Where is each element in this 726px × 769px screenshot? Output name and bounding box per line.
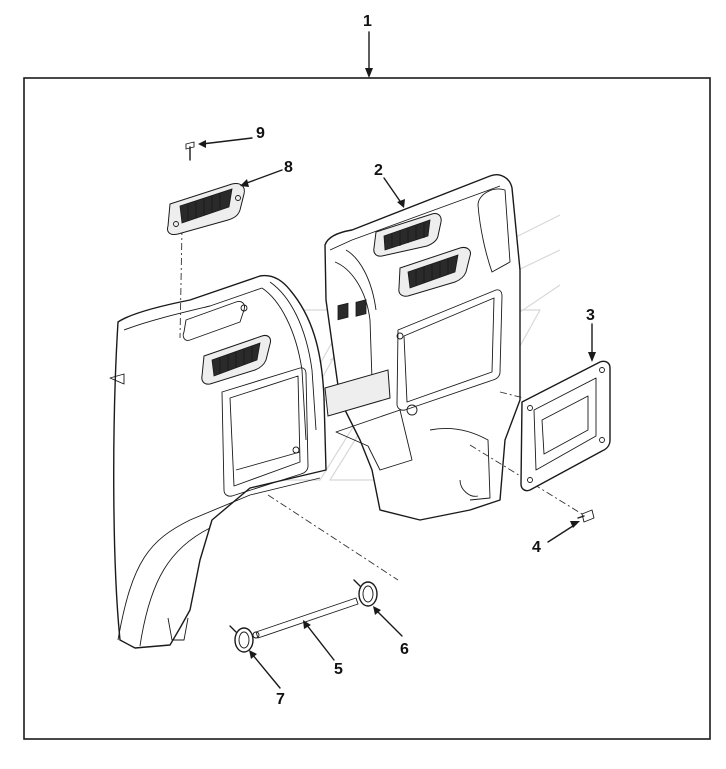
assembly-frame bbox=[23, 77, 711, 740]
center-upper-vent bbox=[373, 213, 442, 257]
callout-7: 7 bbox=[276, 691, 285, 708]
left-dash-panel bbox=[109, 274, 327, 649]
loose-vent-part-8 bbox=[167, 183, 245, 235]
callout-1-leader bbox=[365, 31, 373, 78]
callout-6: 6 bbox=[400, 641, 409, 658]
callout-8: 8 bbox=[284, 159, 293, 176]
callout-1: 1 bbox=[363, 13, 372, 30]
callout-3: 3 bbox=[586, 307, 595, 324]
screw-part-9 bbox=[185, 141, 195, 161]
cover-plate-part-3 bbox=[520, 360, 611, 492]
callout-4: 4 bbox=[532, 539, 541, 556]
cover-axis-line-top bbox=[499, 391, 525, 399]
callout-9: 9 bbox=[256, 125, 265, 142]
center-lower-vent bbox=[398, 247, 471, 297]
fastener-axis-line bbox=[179, 227, 183, 339]
screw-part-4 bbox=[577, 509, 595, 523]
callout-2: 2 bbox=[374, 162, 383, 179]
leader-lines bbox=[198, 137, 596, 689]
clip-part-6 bbox=[353, 579, 378, 607]
rod-axis-line bbox=[267, 494, 399, 581]
callout-5: 5 bbox=[334, 661, 343, 678]
center-dash-panel bbox=[324, 174, 521, 521]
left-panel-vent bbox=[201, 335, 271, 385]
clip-part-7 bbox=[229, 625, 254, 653]
rod-part-5 bbox=[252, 597, 359, 639]
